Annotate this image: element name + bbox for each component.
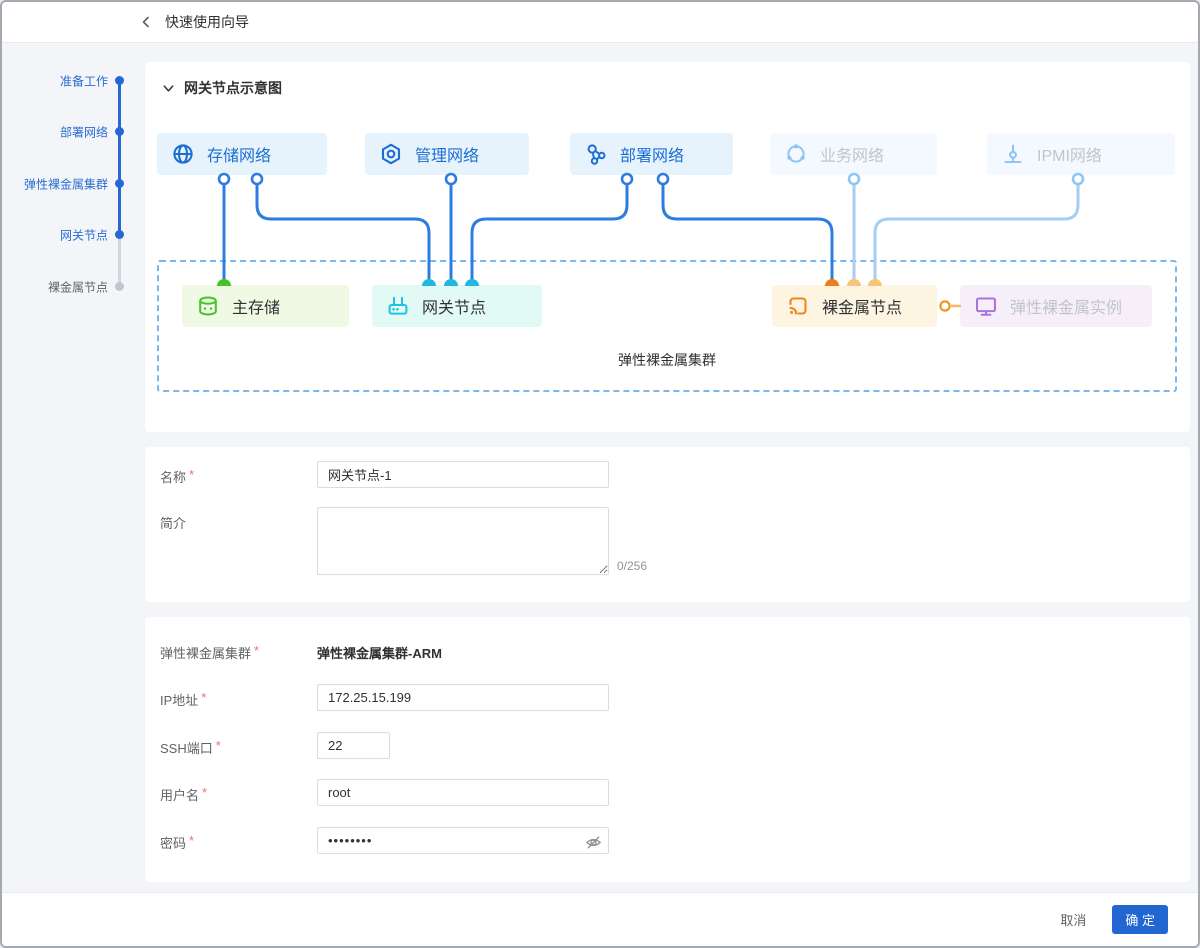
required-mark: *: [189, 833, 195, 848]
required-mark: *: [202, 785, 208, 800]
password-label: 密码*: [160, 833, 195, 851]
eye-off-icon: [585, 836, 601, 848]
sidebar-step-prepare[interactable]: 准备工作: [59, 74, 108, 89]
node-label: 裸金属节点: [822, 300, 903, 317]
monitor-icon: [976, 297, 996, 316]
network-label: 部署网络: [620, 148, 685, 165]
required-mark: *: [201, 690, 207, 705]
username-label: 用户名*: [160, 785, 208, 803]
step-progress-line: [118, 80, 121, 234]
step-dot: [115, 127, 124, 136]
network-box-storage: 存储网络: [157, 133, 327, 175]
description-textarea[interactable]: [317, 507, 609, 575]
name-input[interactable]: [317, 461, 609, 488]
chevron-down-icon: [163, 84, 174, 92]
gateway-diagram-card: 网关节点示意图 弹性裸金属集群 存储网络 管理网络: [145, 62, 1190, 432]
footer-actions: 取消 确 定: [2, 892, 1198, 946]
required-mark: *: [254, 643, 260, 658]
router-icon: [388, 296, 408, 315]
cancel-button[interactable]: 取消: [1060, 910, 1086, 929]
step-pending-line: [118, 234, 121, 286]
wizard-steps: 准备工作 部署网络 弹性裸金属集群 网关节点 裸金属节点: [2, 44, 137, 894]
node-box-elastic-instance: 弹性裸金属实例: [960, 285, 1152, 327]
password-input[interactable]: [317, 827, 609, 854]
ipmi-icon: [1004, 144, 1022, 164]
step-dot: [115, 230, 124, 239]
cluster-field-label: 弹性裸金属集群*: [160, 643, 260, 661]
node-label: 主存储: [232, 300, 281, 317]
confirm-button[interactable]: 确 定: [1112, 905, 1168, 934]
chevron-left-icon: [142, 16, 149, 28]
network-box-deploy: 部署网络: [570, 133, 733, 175]
network-box-ipmi: IPMI网络: [987, 133, 1175, 175]
cluster-value: 弹性裸金属集群-ARM: [317, 646, 442, 661]
deploy-icon: [587, 144, 606, 165]
network-label: 存储网络: [207, 148, 272, 165]
node-label: 网关节点: [422, 300, 487, 317]
bare-metal-icon: [789, 297, 807, 315]
page-title: 快速使用向导: [165, 14, 249, 30]
node-box-baremetal-node: 裸金属节点: [772, 285, 937, 327]
diagram-section-title: 网关节点示意图: [184, 80, 282, 96]
sidebar-step-gateway-node[interactable]: 网关节点: [59, 228, 108, 243]
node-box-gateway-node: 网关节点: [372, 285, 542, 327]
network-label: IPMI网络: [1037, 148, 1102, 165]
globe-icon: [173, 144, 193, 164]
network-label: 管理网络: [415, 148, 480, 165]
ip-label: IP地址*: [160, 690, 207, 708]
ip-input[interactable]: [317, 684, 609, 711]
step-dot: [115, 76, 124, 85]
username-input[interactable]: [317, 779, 609, 806]
description-label: 简介: [160, 516, 187, 531]
sidebar-step-deploy-network[interactable]: 部署网络: [59, 125, 108, 140]
basic-form-card: 名称* 简介 0/256: [145, 447, 1190, 602]
sidebar-step-baremetal-node: 裸金属节点: [47, 280, 108, 295]
header: 快速使用向导: [2, 2, 1198, 43]
required-mark: *: [189, 467, 195, 482]
connection-form-card: 弹性裸金属集群* 弹性裸金属集群-ARM IP地址* SSH端口* 用户名* 密…: [145, 617, 1190, 882]
name-label: 名称*: [160, 467, 195, 485]
required-mark: *: [215, 738, 221, 753]
network-label: 业务网络: [820, 148, 885, 165]
business-icon: [787, 144, 805, 163]
storage-db-icon: [199, 296, 217, 316]
step-dot: [115, 179, 124, 188]
node-label: 弹性裸金属实例: [1010, 300, 1123, 317]
network-box-management: 管理网络: [365, 133, 529, 175]
toggle-password-visibility[interactable]: [583, 833, 603, 851]
ssh-port-input[interactable]: [317, 732, 390, 759]
step-dot: [115, 282, 124, 291]
network-box-business: 业务网络: [770, 133, 937, 175]
management-icon: [381, 143, 401, 165]
sidebar-step-cluster[interactable]: 弹性裸金属集群: [23, 177, 108, 192]
ssh-port-label: SSH端口*: [160, 738, 221, 756]
cluster-label: 弹性裸金属集群: [618, 352, 716, 368]
diagram-section-toggle[interactable]: 网关节点示意图: [162, 78, 282, 98]
node-box-primary-storage: 主存储: [182, 285, 349, 327]
back-button[interactable]: [139, 15, 153, 29]
char-counter: 0/256: [617, 559, 648, 573]
